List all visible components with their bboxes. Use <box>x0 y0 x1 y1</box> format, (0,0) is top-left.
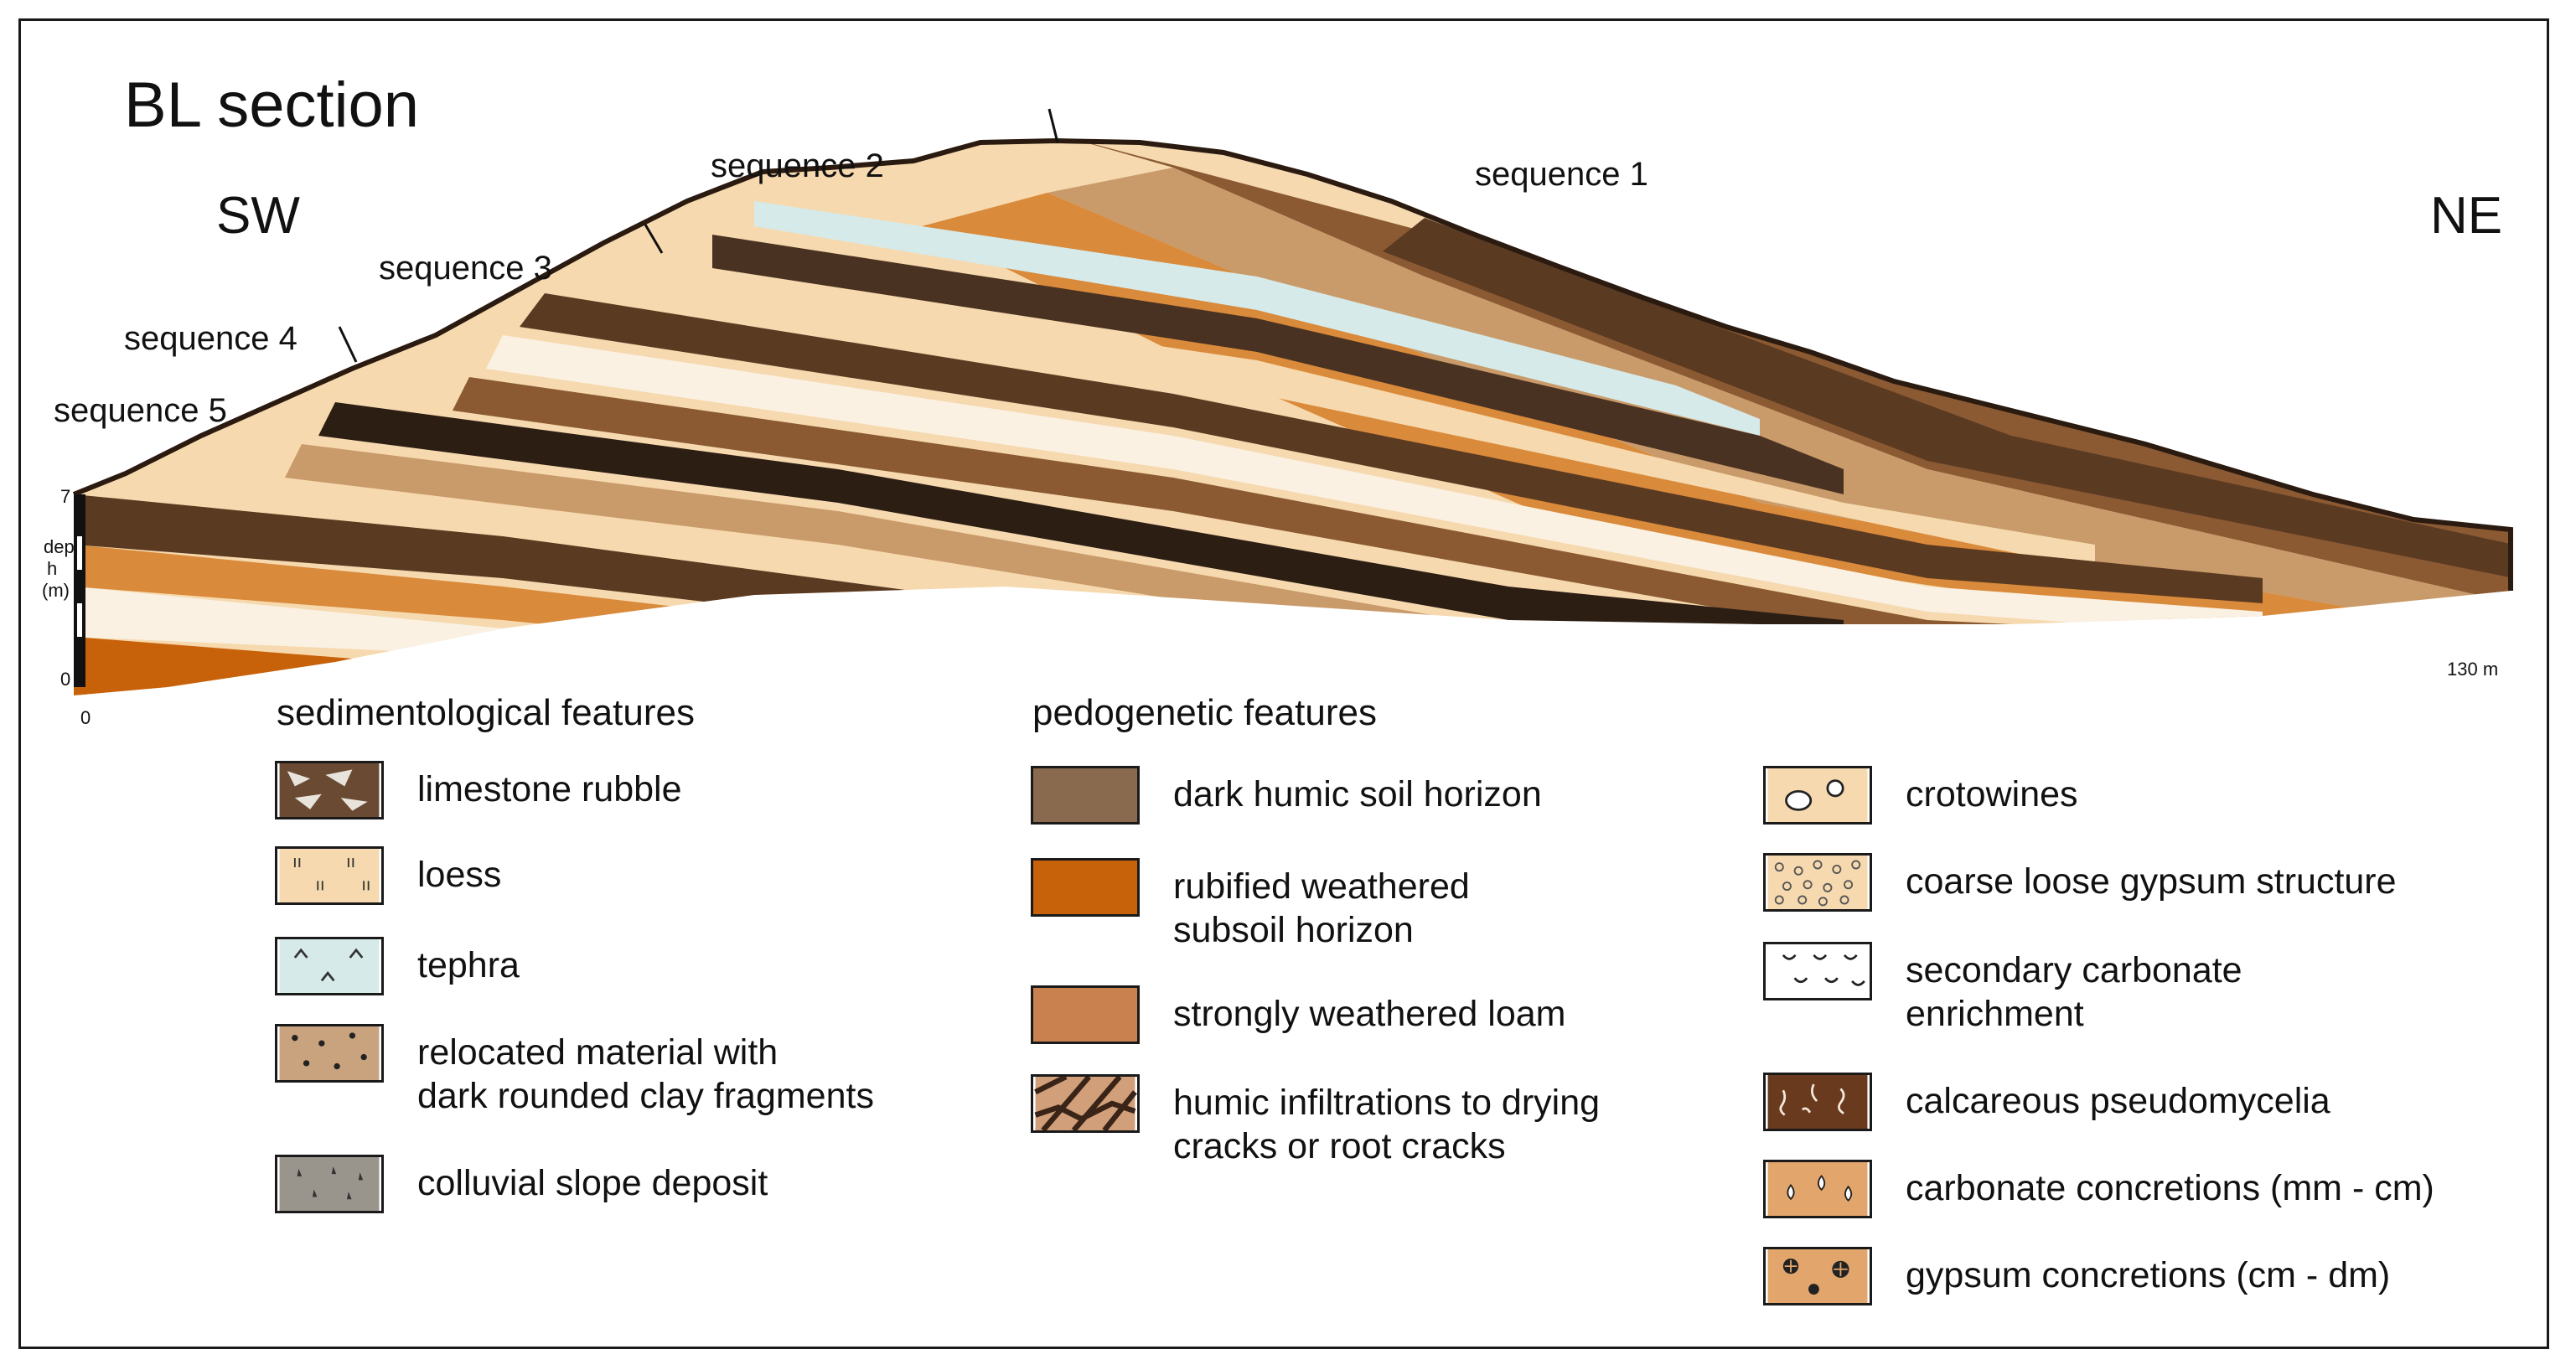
legend-weathered-loam: strongly weathered loam <box>1031 985 1565 1044</box>
depth-label-1: dep <box>44 536 75 557</box>
legend-tephra: tephra <box>275 937 520 995</box>
depth-top-label: 7 <box>60 486 71 507</box>
loess-icon <box>275 846 384 905</box>
gypsum-structure-icon <box>1763 853 1872 912</box>
legend-loess: loess <box>275 846 501 905</box>
crotowines-icon <box>1763 766 1872 825</box>
sequence-4-label: sequence 4 <box>124 320 297 357</box>
legend-gypsum-concretions: gypsum concretions (cm - dm) <box>1763 1247 2390 1305</box>
gypsum-concretions-icon <box>1763 1247 1872 1305</box>
legend-pseudomycelia: calcareous pseudomycelia <box>1763 1073 2330 1131</box>
legend-gypsum-structure: coarse loose gypsum structure <box>1763 853 2397 912</box>
pseudomycelia-icon <box>1763 1073 1872 1131</box>
weathered-loam-icon <box>1031 985 1140 1044</box>
colluvial-icon <box>275 1155 384 1213</box>
legend-crotowines: crotowines <box>1763 766 2078 825</box>
x-end-label: 130 m <box>2447 659 2499 680</box>
sequence-2-label: sequence 2 <box>711 147 884 184</box>
legend-dark-humic: dark humic soil horizon <box>1031 766 1542 825</box>
limestone-rubble-icon <box>275 761 384 819</box>
sequence-5-label: sequence 5 <box>54 392 227 429</box>
depth-label-3: (m) <box>42 580 70 601</box>
relocated-material-icon <box>275 1024 384 1083</box>
legend-colluvial: colluvial slope deposit <box>275 1155 768 1213</box>
carbonate-concretions-icon <box>1763 1160 1872 1218</box>
dark-humic-icon <box>1031 766 1140 825</box>
rubified-icon <box>1031 858 1140 917</box>
legend-limestone-rubble: limestone rubble <box>275 761 682 819</box>
sedimentological-heading: sedimentological features <box>277 692 695 733</box>
humic-cracks-icon <box>1031 1074 1140 1133</box>
carbonate-enrichment-icon <box>1763 942 1872 1000</box>
depth-label-2: h <box>47 558 58 579</box>
depth-scale-bar <box>74 494 85 687</box>
direction-ne: NE <box>2430 187 2503 245</box>
direction-sw: SW <box>216 187 300 245</box>
depth-bottom-label: 0 <box>60 669 71 690</box>
legend-carbonate-concretions: carbonate concretions (mm - cm) <box>1763 1160 2434 1218</box>
sequence-1-label: sequence 1 <box>1475 156 1648 193</box>
pedogenetic-heading: pedogenetic features <box>1032 692 1377 733</box>
x-start-label: 0 <box>80 707 91 728</box>
diagram-title: BL section <box>124 70 420 141</box>
tephra-icon <box>275 937 384 995</box>
sequence-3-label: sequence 3 <box>379 250 552 287</box>
